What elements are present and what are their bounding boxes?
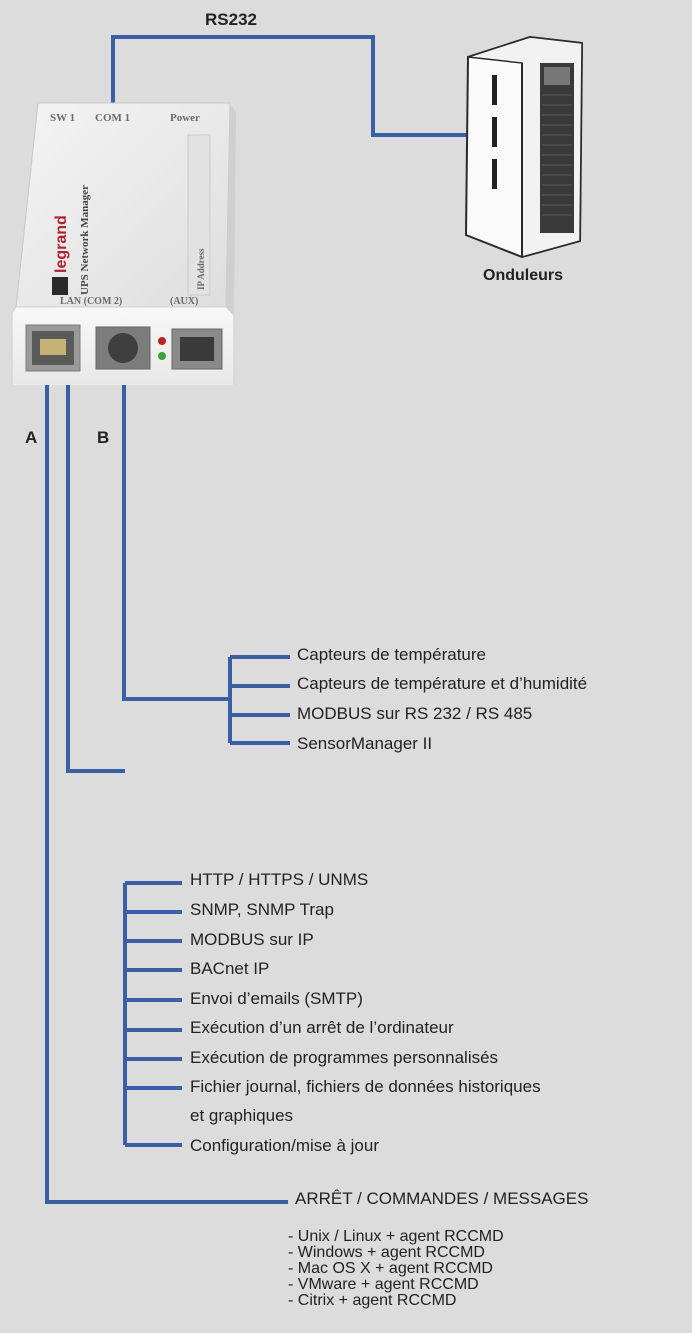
status-led-red bbox=[158, 337, 166, 345]
a-item: MODBUS sur IP bbox=[190, 930, 314, 949]
port-a-label: A bbox=[25, 428, 38, 447]
b-item: MODBUS sur RS 232 / RS 485 bbox=[297, 704, 533, 723]
network-manager-device: SW 1 COM 1 Power legrand UPS Network Man… bbox=[11, 102, 236, 385]
a-item: Configuration/mise à jour bbox=[190, 1136, 379, 1155]
a-item: Fichier journal, fichiers de données his… bbox=[190, 1077, 541, 1096]
port-b-wire bbox=[122, 385, 230, 701]
aux-label: (AUX) bbox=[170, 296, 198, 307]
a-item: HTTP / HTTPS / UNMS bbox=[190, 870, 369, 889]
shutdown-label: ARRÊT / COMMANDES / MESSAGES bbox=[295, 1189, 589, 1208]
port-b-label: B bbox=[97, 428, 110, 447]
ups-cabinet bbox=[464, 35, 584, 259]
port-a-wire bbox=[66, 385, 125, 773]
product-label: UPS Network Manager bbox=[79, 185, 91, 295]
b-item: Capteurs de température et d’humidité bbox=[297, 674, 588, 693]
rs232-wire bbox=[111, 35, 467, 137]
device-label-power: Power bbox=[170, 112, 200, 124]
ip-address-label: IP Address bbox=[196, 248, 206, 290]
a-item: Envoi d’emails (SMTP) bbox=[190, 989, 363, 1008]
legrand-logo-icon bbox=[52, 277, 68, 295]
b-item: Capteurs de température bbox=[297, 645, 486, 664]
shutdown-wire bbox=[45, 385, 288, 1204]
device-label-com: COM 1 bbox=[95, 112, 130, 124]
a-item: SNMP, SNMP Trap bbox=[190, 900, 334, 919]
agent-item: - Windows + agent RCCMD bbox=[288, 1244, 485, 1261]
rs232-label: RS232 bbox=[205, 10, 257, 29]
lan-label: LAN (COM 2) bbox=[60, 296, 122, 307]
brand-label: legrand bbox=[53, 215, 70, 273]
status-led-green bbox=[158, 352, 166, 360]
device-label-sw: SW 1 bbox=[50, 112, 75, 124]
a-item: Exécution de programmes personnalisés bbox=[190, 1048, 499, 1067]
ups-label: Onduleurs bbox=[483, 267, 564, 284]
device-top-labels: SW 1 COM 1 Power bbox=[50, 112, 200, 124]
b-item: SensorManager II bbox=[297, 734, 433, 753]
agent-item: - Citrix + agent RCCMD bbox=[288, 1292, 457, 1309]
agent-item: - VMware + agent RCCMD bbox=[288, 1276, 479, 1293]
agent-item: - Unix / Linux + agent RCCMD bbox=[288, 1228, 504, 1245]
agent-item: - Mac OS X + agent RCCMD bbox=[288, 1260, 493, 1277]
a-item-continuation: et graphiques bbox=[190, 1106, 294, 1125]
a-item: BACnet IP bbox=[190, 959, 270, 978]
a-item: Exécution d’un arrêt de l’ordinateur bbox=[190, 1018, 454, 1037]
